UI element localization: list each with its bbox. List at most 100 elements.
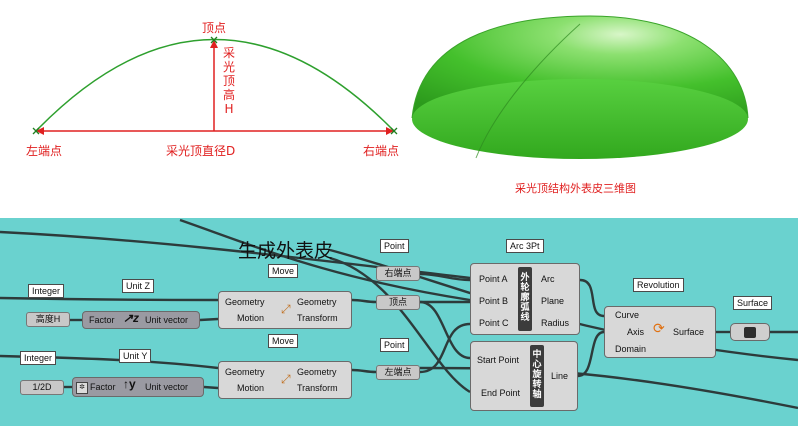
left-endpoint-label: 左端点 xyxy=(26,144,63,158)
diameter-label: 采光顶直径D xyxy=(166,144,236,158)
label-move-top[interactable]: Move xyxy=(268,264,299,278)
dome-rim xyxy=(412,79,748,159)
arc-point-a-input[interactable]: Point A xyxy=(479,274,508,284)
move-node-top[interactable]: Geometry Motion ⤢ Geometry Transform xyxy=(218,291,352,329)
revolve-icon: ⟳ xyxy=(653,320,665,336)
arc-arc-output[interactable]: Arc xyxy=(541,274,555,284)
wire xyxy=(419,300,471,360)
line-start-point-input[interactable]: Start Point xyxy=(477,355,520,365)
move-transform-output[interactable]: Transform xyxy=(297,313,338,323)
dome-seam xyxy=(475,23,581,159)
arc-diagram-svg xyxy=(32,15,749,159)
right-endpoint-label: 右端点 xyxy=(363,144,400,158)
revolution-surface-output[interactable]: Surface xyxy=(673,327,705,337)
dome-outline xyxy=(411,15,749,119)
apex-label: 顶点 xyxy=(202,21,227,35)
wire xyxy=(329,256,471,394)
move-geometry-output[interactable]: Geometry xyxy=(297,367,337,377)
panel-text: 顶点 xyxy=(388,297,407,307)
label-point-top[interactable]: Point xyxy=(380,239,409,253)
label-unity[interactable]: Unit Y xyxy=(119,349,152,363)
nickname-char: 心 xyxy=(532,360,542,370)
height-label-char: 光 xyxy=(222,60,235,74)
arc-plane-output[interactable]: Plane xyxy=(541,296,565,306)
revolution-node[interactable]: Curve Axis Domain ⟳ Surface xyxy=(604,306,716,358)
height-label-char: H xyxy=(224,102,234,116)
nickname-char: 弧 xyxy=(520,303,530,313)
nickname-char: 轴 xyxy=(532,390,542,400)
unity-factor-input[interactable]: Factor xyxy=(90,382,116,392)
label-revolution[interactable]: Revolution xyxy=(633,278,684,292)
wire xyxy=(199,317,219,322)
move-geometry-input[interactable]: Geometry xyxy=(225,367,265,377)
height-label-char: 高 xyxy=(222,88,235,102)
panel-half-d[interactable]: 1/2D xyxy=(20,380,64,395)
arc-point-c-input[interactable]: Point C xyxy=(479,318,509,328)
panel-height[interactable]: 高度H xyxy=(26,312,70,327)
label-arc3pt[interactable]: Arc 3Pt xyxy=(506,239,544,253)
nickname-char: 线 xyxy=(520,313,530,323)
wire xyxy=(203,385,219,390)
point-markers xyxy=(32,36,398,135)
wire xyxy=(179,218,471,302)
panel-right-endpoint[interactable]: 右端点 xyxy=(376,266,420,281)
label-integer-bottom[interactable]: Integer xyxy=(20,351,57,365)
node-canvas[interactable]: 生成外表皮 Point Arc 3Pt Integer Unit Z Move … xyxy=(0,218,798,426)
revolution-domain-input[interactable]: Domain xyxy=(615,344,647,354)
label-integer-top[interactable]: Integer xyxy=(28,284,65,298)
panel-text: 高度H xyxy=(35,314,61,324)
nickname-char: 旋 xyxy=(532,370,542,380)
line-node[interactable]: Start Point End Point 中 心 旋 转 轴 Line xyxy=(470,341,578,411)
wire xyxy=(351,368,377,374)
line-end-point-input[interactable]: End Point xyxy=(481,388,521,398)
line-line-output[interactable]: Line xyxy=(551,371,569,381)
arc3pt-node[interactable]: Point A Point B Point C 外 轮 廓 弧 线 Arc Pl… xyxy=(470,263,580,335)
unit-y-icon: ↑y xyxy=(123,377,136,391)
wire xyxy=(351,298,377,304)
move-geometry-input[interactable]: Geometry xyxy=(225,297,265,307)
diameter-arrow-left-icon xyxy=(36,127,44,135)
diagram-area: 顶点 采 光 顶 高 H 左端点 右端点 采光顶直径D 采光顶结构外表皮三维图 xyxy=(26,15,749,195)
nickname-char: 中 xyxy=(532,350,542,360)
move-motion-input[interactable]: Motion xyxy=(237,313,265,323)
height-arrow-icon xyxy=(210,40,218,48)
nickname-char: 廓 xyxy=(520,293,530,303)
label-surface[interactable]: Surface xyxy=(733,296,773,310)
height-label-char: 顶 xyxy=(222,74,235,88)
move-transform-output[interactable]: Transform xyxy=(297,383,338,393)
move-motion-input[interactable]: Motion xyxy=(237,383,265,393)
nickname-char: 外 xyxy=(520,273,530,283)
label-unitz[interactable]: Unit Z xyxy=(122,279,155,293)
arc-point-b-input[interactable]: Point B xyxy=(479,296,509,306)
panel-left-endpoint[interactable]: 左端点 xyxy=(376,365,420,380)
unit-z-icon: ↗z xyxy=(123,311,140,325)
dome-caption: 采光顶结构外表皮三维图 xyxy=(515,182,636,195)
gear-icon: ✲ xyxy=(76,382,88,394)
unity-node[interactable]: ✲ Factor ↑y Unit vector xyxy=(72,377,204,397)
move-geometry-output[interactable]: Geometry xyxy=(297,297,337,307)
line-node-nickname: 中 心 旋 转 轴 xyxy=(530,345,544,407)
unitz-vector-output[interactable]: Unit vector xyxy=(145,315,189,325)
panel-text: 1/2D xyxy=(32,382,52,392)
unity-vector-output[interactable]: Unit vector xyxy=(145,382,189,392)
move-node-bottom[interactable]: Geometry Motion ⤢ Geometry Transform xyxy=(218,361,352,399)
arc-radius-output[interactable]: Radius xyxy=(541,318,570,328)
group-title: 生成外表皮 xyxy=(238,240,334,262)
wire xyxy=(577,330,605,378)
height-label-char: 采 xyxy=(222,46,235,60)
revolution-axis-input[interactable]: Axis xyxy=(627,327,645,337)
surface-param-node[interactable] xyxy=(730,323,770,341)
unitz-factor-input[interactable]: Factor xyxy=(89,315,115,325)
wire xyxy=(419,272,471,282)
unitz-node[interactable]: Factor ↗z Unit vector xyxy=(82,311,200,329)
height-label: 采 光 顶 高 H xyxy=(222,46,236,116)
move-icon: ⤢ xyxy=(281,302,291,316)
surface-icon xyxy=(744,327,756,338)
arc-node-nickname: 外 轮 廓 弧 线 xyxy=(518,267,532,331)
move-icon: ⤢ xyxy=(281,372,291,386)
panel-apex[interactable]: 顶点 xyxy=(376,295,420,310)
revolution-curve-input[interactable]: Curve xyxy=(615,310,640,320)
panel-text: 左端点 xyxy=(384,367,412,377)
label-point-mid[interactable]: Point xyxy=(380,338,409,352)
label-move-bottom[interactable]: Move xyxy=(268,334,299,348)
